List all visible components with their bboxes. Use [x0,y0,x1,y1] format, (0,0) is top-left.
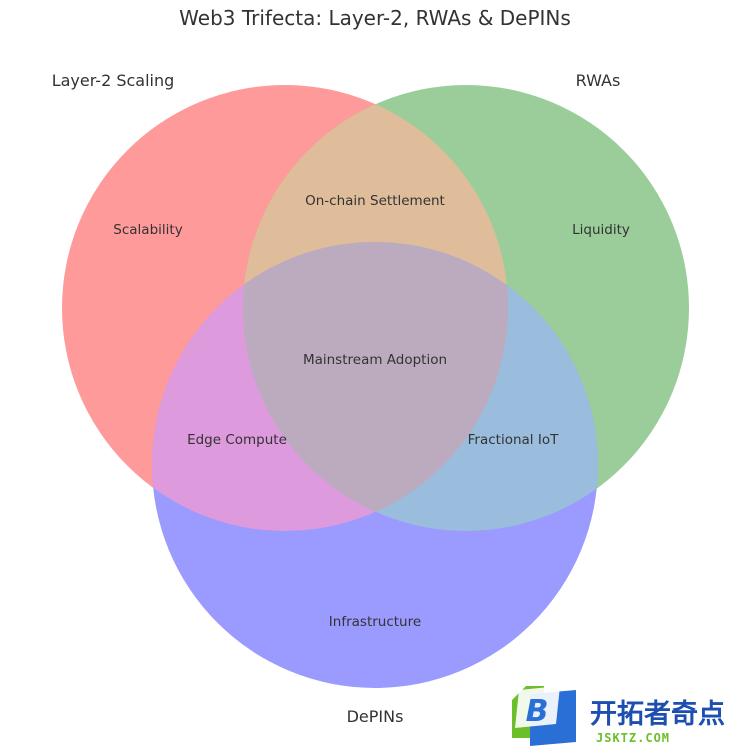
region-label-abc: Mainstream Adoption [303,352,447,368]
set-label-rwas: RWAs [576,71,621,90]
region-label-b-only: Liquidity [572,222,630,238]
venn-circles [62,85,689,688]
diagram-title: Web3 Trifecta: Layer-2, RWAs & DePINs [179,6,571,30]
watermark-chinese-text: 开拓者奇点 [590,699,725,730]
region-label-ac: Edge Compute [187,432,287,448]
watermark-url-text: JSKTZ.COM [596,731,670,745]
region-abc [243,242,508,531]
region-label-ab: On-chain Settlement [305,193,445,209]
watermark: B 开拓者奇点 JSKTZ.COM [512,686,725,746]
region-label-c-only: Infrastructure [329,614,421,630]
watermark-logo-icon: B [512,686,576,746]
region-label-bc: Fractional IoT [468,432,559,448]
set-label-layer2: Layer-2 Scaling [52,71,175,90]
watermark-logo-letter: B [526,694,549,729]
region-label-a-only: Scalability [113,222,182,238]
set-label-depins: DePINs [347,707,404,726]
